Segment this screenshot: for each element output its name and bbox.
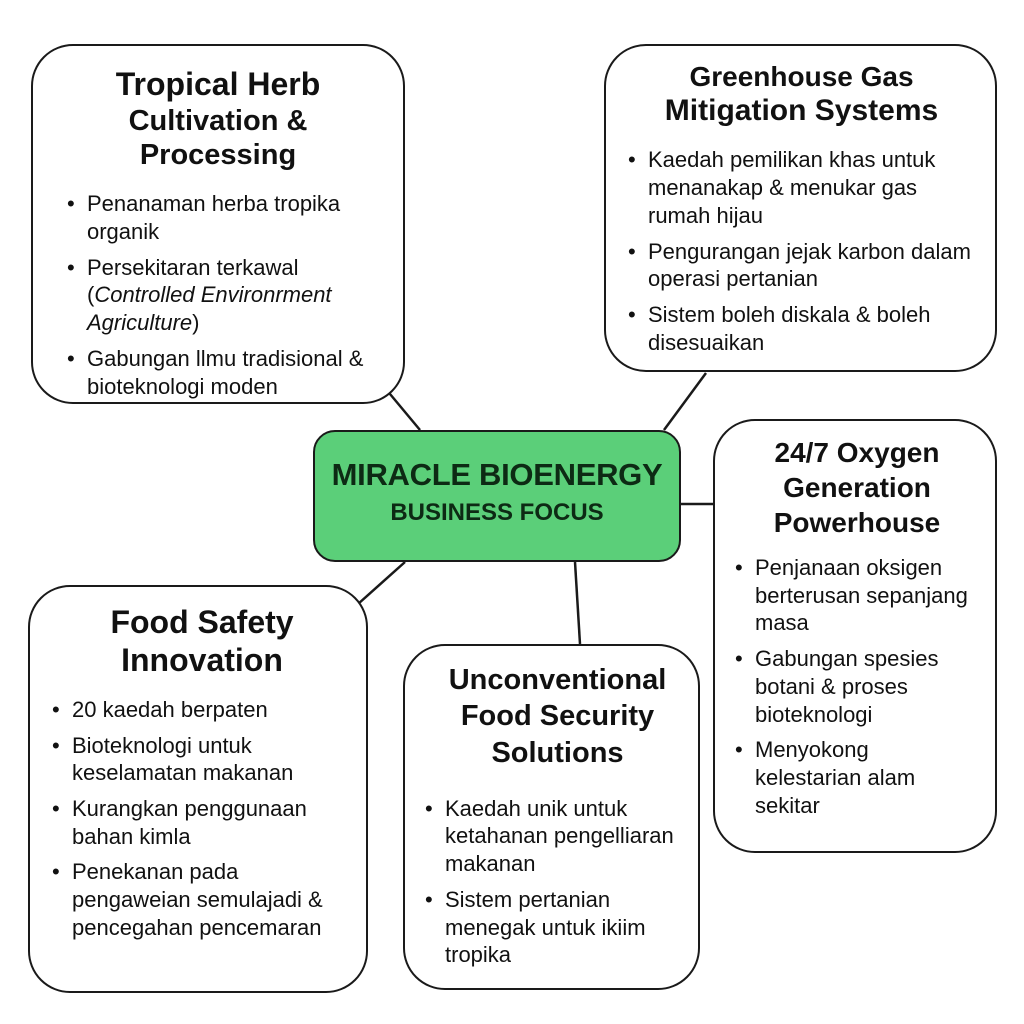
node-title-line: Powerhouse (773, 507, 941, 538)
connector-food-safety (357, 561, 406, 605)
bullet-list: Penjanaan oksigen berterusan sepanjang m… (733, 554, 981, 819)
node-title-line: Solutions (491, 736, 624, 769)
bullet-item: Menyokong kelestarian alam sekitar (733, 736, 981, 819)
bullet-item: Gabungan spesies botani & proses biotekn… (733, 645, 981, 728)
bullet-list: Penanaman herba tropika organik Persekit… (65, 190, 385, 400)
node-title-line: Mitigation Systems (664, 94, 939, 128)
bullet-item: Gabungan llmu tradisional & bioteknologi… (65, 345, 385, 400)
node-title-line: Unconventional (448, 664, 667, 696)
node-title-line: 24/7 Oxygen (774, 437, 940, 468)
node-oxygen-generation: 24/7 Oxygen Generation Powerhouse Penjan… (713, 419, 997, 853)
bullet-text: ) (192, 310, 200, 336)
connector-food-security (573, 561, 582, 645)
bullet-item: Pengurangan jejak karbon dalam operasi p… (626, 238, 977, 293)
connector-ghg (662, 372, 708, 431)
bullet-list: Kaedah pemilikan khas untuk menanakap & … (626, 146, 977, 356)
node-title: Greenhouse Gas Mitigation Systems (626, 60, 977, 128)
node-tropical-herb: Tropical Herb Cultivation & Processing P… (31, 44, 405, 404)
node-food-safety: Food Safety Innovation 20 kaedah berpate… (28, 585, 368, 993)
center-node: MIRACLE BIOENERGY BUSINESS FOCUS (313, 430, 681, 562)
bullet-text: Persekitaran terkawal ( (87, 254, 299, 308)
node-title-line: Food Security (460, 700, 655, 733)
node-greenhouse-gas: Greenhouse Gas Mitigation Systems Kaedah… (604, 44, 997, 372)
node-title-line: Tropical Herb (115, 66, 321, 102)
node-title-line: Innovation (121, 642, 283, 679)
bullet-item: Sistem boleh diskala & boleh disesuaikan (626, 301, 977, 356)
bullet-item: 20 kaedah berpaten (50, 696, 354, 724)
node-food-security: Unconventional Food Security Solutions K… (403, 644, 700, 990)
bullet-item: Kaedah unik untuk ketahanan pengelliaran… (423, 795, 692, 878)
bullet-item: Kaedah pemilikan khas untuk menanakap & … (626, 146, 977, 229)
node-title-line: Generation (783, 472, 931, 503)
bullet-english-term: Controlled Environrment Agriculture (87, 282, 332, 336)
connector-herb (384, 387, 421, 431)
bullet-list: Kaedah unik untuk ketahanan pengelliaran… (423, 795, 692, 969)
bullet-item: Penanaman herba tropika organik (65, 190, 385, 245)
bullet-item: Kurangkan penggunaan bahan kimla (50, 795, 354, 850)
bullet-item: Persekitaran terkawal (Controlled Enviro… (65, 254, 385, 337)
node-title: Unconventional Food Security Solutions (423, 662, 692, 771)
bullet-item: Penjanaan oksigen berterusan sepanjang m… (733, 554, 981, 637)
bullet-item: Penekanan pada pengaweian semulajadi & p… (50, 858, 354, 941)
node-title-line: Food Safety (110, 604, 294, 640)
bullet-list: 20 kaedah berpaten Bioteknologi untuk ke… (50, 696, 354, 942)
node-title: Food Safety Innovation (50, 603, 354, 680)
node-title: 24/7 Oxygen Generation Powerhouse (733, 435, 981, 540)
node-title-line: Cultivation & Processing (128, 104, 308, 171)
node-title: Tropical Herb Cultivation & Processing (51, 66, 385, 172)
bullet-item: Sistem pertanian menegak untuk ikiim tro… (423, 886, 692, 969)
bullet-item: Bioteknologi untuk keselamatan makanan (50, 732, 354, 787)
node-title-line: Greenhouse Gas (689, 61, 914, 92)
center-title: MIRACLE BIOENERGY (331, 457, 663, 492)
center-subtitle: BUSINESS FOCUS (390, 499, 604, 527)
